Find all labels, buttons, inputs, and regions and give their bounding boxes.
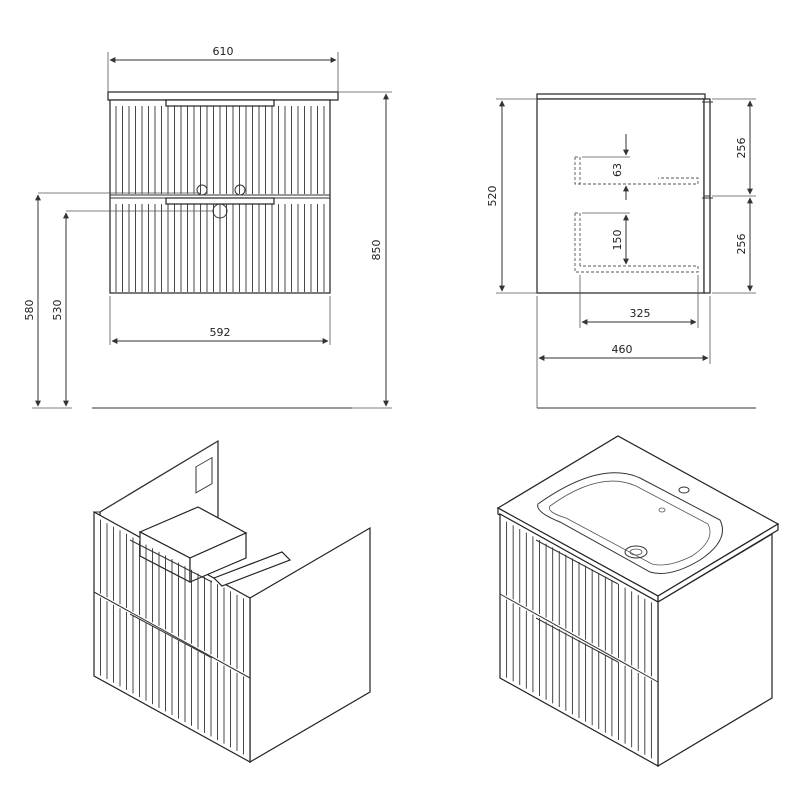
iso-basin-outer: [537, 472, 723, 574]
iso-cabinet-basin: [496, 435, 780, 768]
side-countertop: [536, 93, 706, 100]
iso-inner-rail: [212, 551, 292, 587]
dim-label-520: 520: [486, 186, 499, 207]
iso-basin-handle-top: [535, 539, 619, 585]
iso-basin-flutes: [506, 521, 652, 759]
iso-drain: [624, 545, 648, 559]
bottom-drawer-inner: [574, 213, 699, 273]
dim-label-610: 610: [213, 45, 234, 58]
iso-basin-drawer-split: [499, 593, 659, 683]
drain-hole-left: [196, 184, 208, 196]
dim-label-256-top: 256: [735, 138, 748, 159]
iso-open-handle-bottom: [129, 613, 213, 659]
front-top-handle: [165, 99, 275, 107]
dim-label-325: 325: [630, 307, 651, 320]
iso-open-drawer-split: [93, 591, 251, 679]
front-bottom-handle: [165, 197, 275, 205]
dim-label-580: 580: [23, 300, 36, 321]
dim-label-256-bottom: 256: [735, 234, 748, 255]
front-countertop: [107, 91, 339, 101]
dim-label-150: 150: [611, 230, 624, 251]
dim-label-63: 63: [611, 163, 624, 177]
iso-basin-handle-bottom: [535, 617, 619, 663]
iso-open-flutes: [100, 519, 244, 755]
iso-basin-inner: [548, 480, 711, 566]
dim-label-850: 850: [370, 240, 383, 261]
side-view: 63 150 520 256 256 325 460: [486, 93, 756, 409]
dim-label-530: 530: [51, 300, 64, 321]
iso-cabinet-open: [93, 439, 371, 764]
wall-bracket: [195, 456, 213, 494]
front-flutes: [115, 106, 325, 292]
side-cabinet-body: [536, 98, 705, 294]
dim-label-460: 460: [612, 343, 633, 356]
iso-overflow: [658, 507, 666, 513]
iso-tap-hole: [678, 486, 690, 494]
drain-hole-right: [234, 184, 246, 196]
front-view: 610 592 850 580 530: [23, 45, 392, 409]
top-drawer-inner: [574, 157, 699, 185]
dim-label-592: 592: [210, 326, 231, 339]
